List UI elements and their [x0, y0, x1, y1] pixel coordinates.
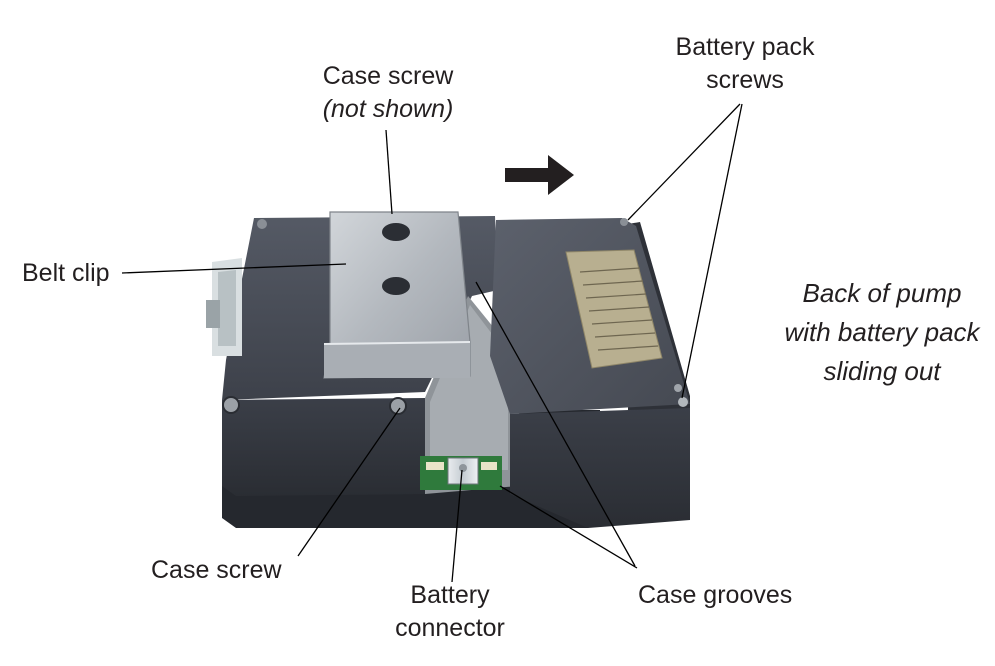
caption: Back of pump with battery pack sliding o… — [772, 274, 992, 391]
caption-line2: with battery pack — [784, 317, 980, 347]
leader-belt-clip — [121, 263, 347, 274]
battery-pack — [490, 218, 690, 528]
caption-line1: Back of pump — [802, 278, 962, 308]
leader-case-screw-bottom — [297, 407, 401, 557]
label-case-screw-top-note: (not shown) — [322, 95, 454, 123]
label-battery-pack-screws: Battery pack screws — [640, 31, 850, 97]
label-battery-connector-line2: connector — [395, 614, 505, 642]
belt-clip — [323, 211, 471, 379]
label-battery-connector: Battery connector — [360, 579, 540, 645]
label-battery-connector-line1: Battery — [410, 581, 490, 609]
label-case-screw-bottom: Case screw — [151, 556, 282, 584]
label-case-grooves: Case grooves — [638, 581, 793, 609]
leader-case-groove-a — [475, 281, 636, 567]
leader-battery-screw-a — [627, 103, 741, 221]
caption-line3: sliding out — [823, 356, 941, 386]
leader-case-groove-b — [499, 485, 638, 569]
label-belt-clip: Belt clip — [22, 259, 110, 287]
leader-lines — [121, 103, 743, 583]
label-case-screw-top-text: Case screw — [322, 62, 454, 90]
leader-battery-connector — [451, 469, 463, 583]
leader-battery-screw-b — [681, 103, 743, 399]
label-case-screw-top: Case screw (not shown) — [268, 60, 508, 126]
label-battery-pack-screws-line2: screws — [706, 66, 784, 94]
leader-case-screw-top — [385, 129, 393, 215]
slide-direction-arrow — [505, 155, 574, 195]
label-battery-pack-screws-line1: Battery pack — [675, 33, 815, 61]
